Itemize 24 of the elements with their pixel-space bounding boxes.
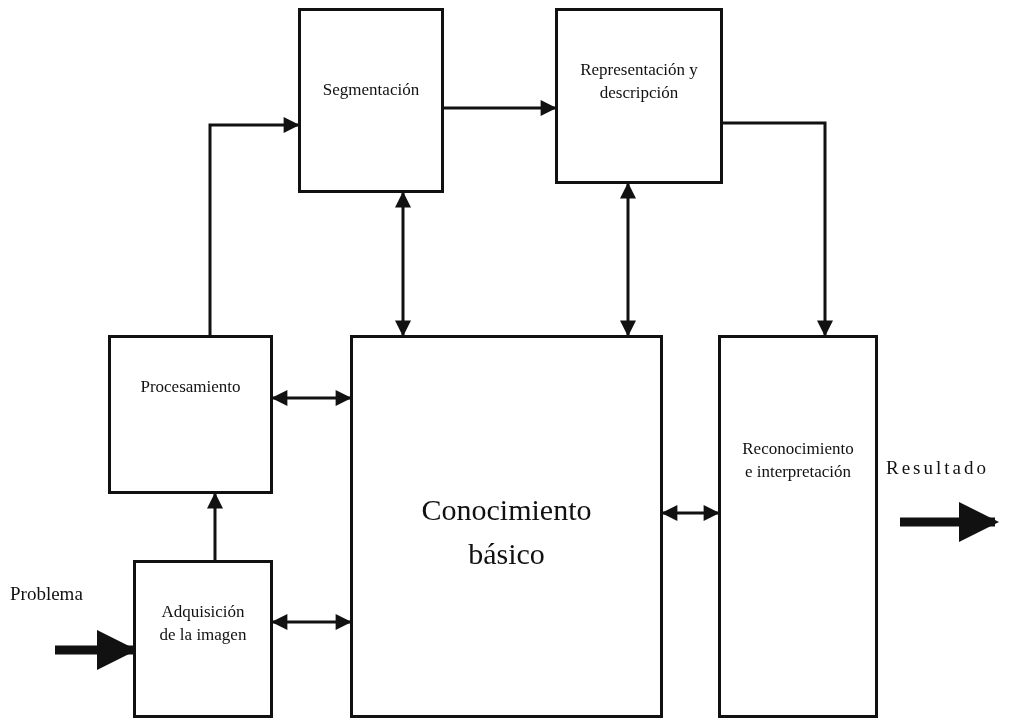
box-label: Adquisición de la imagen [158, 601, 248, 646]
process-box [555, 8, 723, 184]
box-label: Representación y descripción [579, 59, 699, 104]
annotation-text: Resultado [886, 457, 989, 479]
arrow [444, 100, 557, 116]
process-box [350, 335, 663, 718]
box-label: Segmentación [321, 79, 421, 101]
arrow [900, 502, 999, 542]
arrow [271, 390, 352, 406]
annotation-text: Problema [10, 583, 83, 605]
process-box [718, 335, 878, 718]
box-label: Procesamiento [139, 376, 242, 398]
process-box [298, 8, 444, 193]
arrow [207, 492, 223, 560]
box-label: Reconocimiento e interpretación [741, 438, 855, 483]
arrow [395, 191, 411, 337]
arrow [271, 614, 352, 630]
arrow [723, 121, 833, 337]
box-label: Conocimiento básico [420, 492, 593, 572]
process-box [133, 560, 273, 718]
arrow [208, 117, 300, 335]
arrow [620, 182, 636, 337]
process-box [108, 335, 273, 494]
arrow [661, 505, 720, 521]
